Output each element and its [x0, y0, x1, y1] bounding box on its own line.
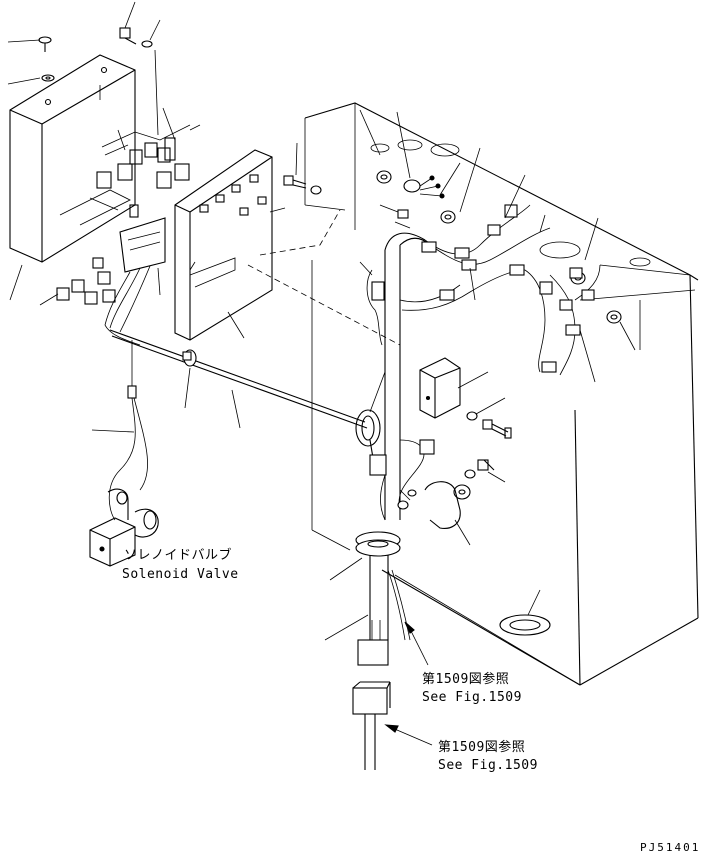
sensor-cluster — [394, 175, 445, 229]
bolt-clamp — [464, 459, 495, 479]
connector-cluster-left — [56, 257, 116, 305]
reference-label-2-en: See Fig.1509 — [438, 758, 538, 773]
bolt-unit — [482, 419, 512, 439]
reference-label-1-jp: 第1509図参照 — [422, 672, 510, 687]
grommet-trunk — [355, 531, 401, 557]
mating-connector — [352, 681, 391, 770]
edge-grommet — [499, 614, 551, 636]
washer-top-1 — [41, 74, 55, 82]
mounting-plate — [174, 149, 273, 341]
leader-lines — [7, 1, 636, 641]
screw-top-1 — [38, 36, 52, 52]
solenoid-valve — [89, 488, 159, 567]
bolt-top — [119, 27, 153, 48]
terminal-block — [119, 204, 166, 273]
reference-label-1-en: See Fig.1509 — [422, 690, 522, 705]
reference-arrow-2 — [384, 724, 433, 746]
bolt-panel — [283, 175, 322, 195]
drawing-code: PJ51401 — [640, 841, 701, 854]
control-unit-small — [419, 357, 461, 419]
reference-label-2-jp: 第1509図参照 — [438, 740, 526, 755]
main-harness-trunk — [355, 232, 431, 520]
solenoid-valve-label-en: Solenoid Valve — [122, 567, 239, 582]
controller-box — [9, 54, 136, 263]
clamp — [424, 481, 471, 529]
reference-arrow-1 — [404, 621, 429, 666]
cab-body — [304, 102, 699, 686]
solenoid-valve-label-jp: ソレノイドバルブ — [124, 548, 233, 563]
relay-group — [96, 124, 191, 189]
long-harness — [109, 329, 368, 429]
